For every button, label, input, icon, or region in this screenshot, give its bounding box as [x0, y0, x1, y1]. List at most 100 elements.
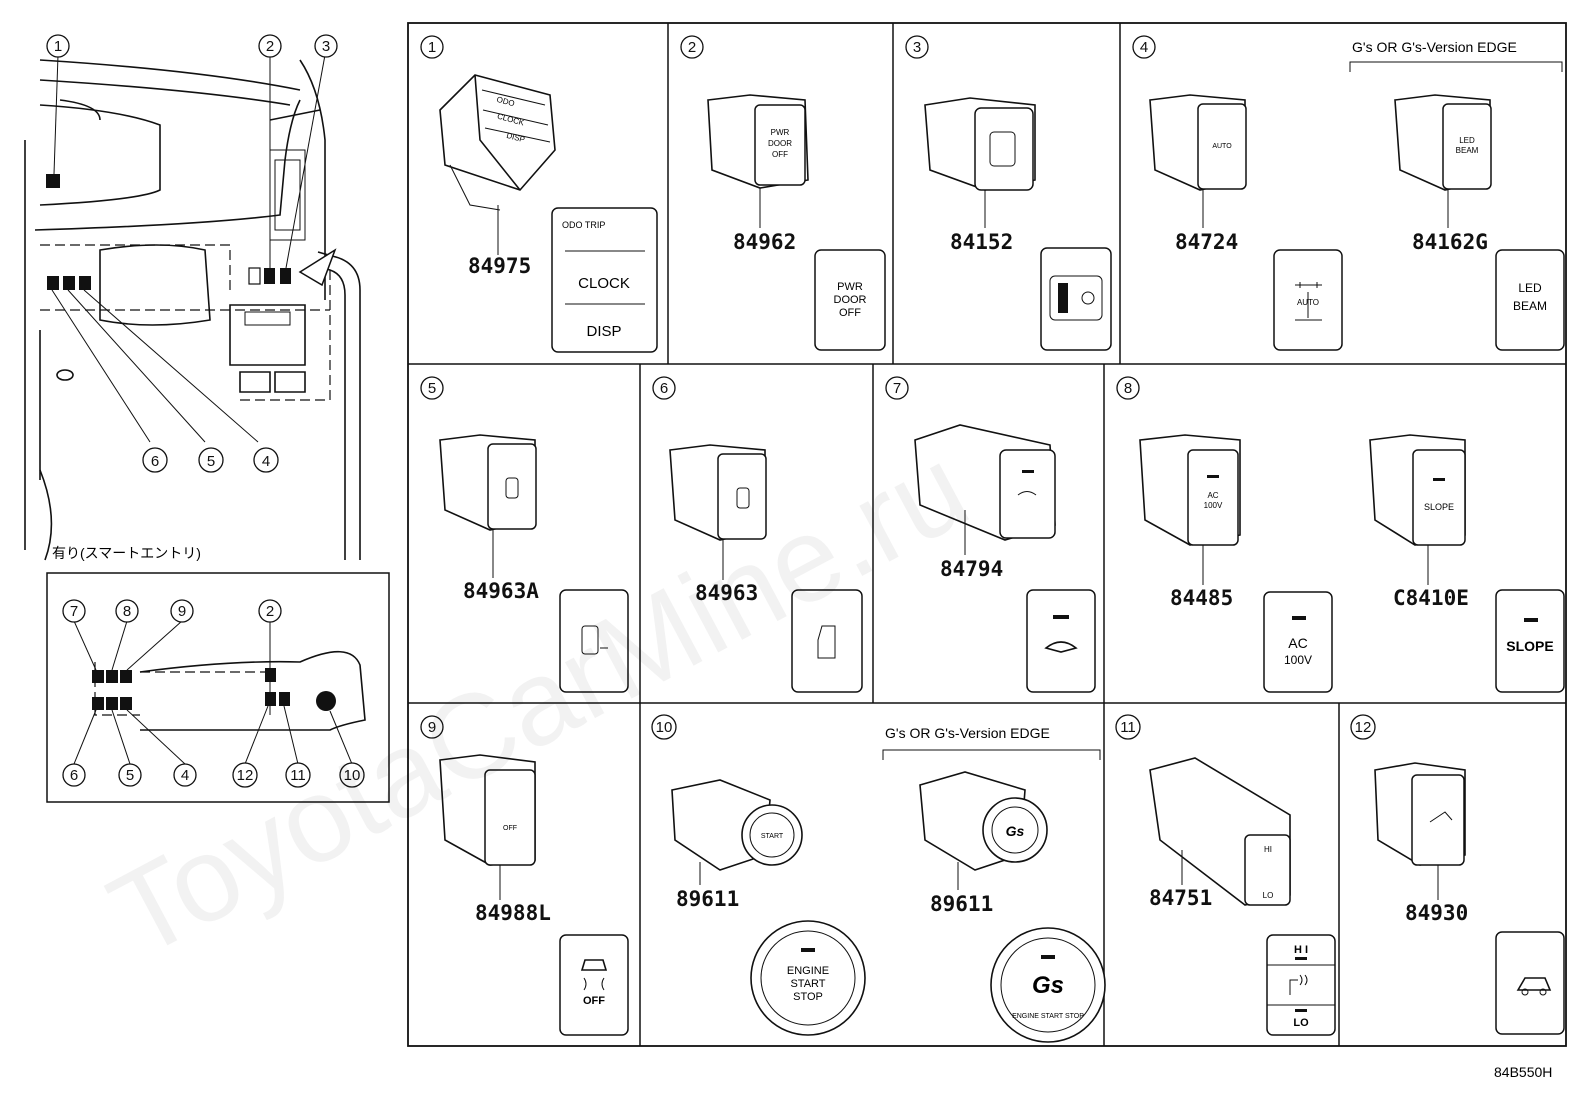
svg-text:7: 7 — [70, 603, 78, 620]
inset-callout-4: 4 — [173, 763, 197, 787]
callout-2: 2 — [258, 34, 282, 58]
callout-5: 5 — [198, 447, 224, 473]
gs-engine-start-stop-face: Gs ENGINE START STOP — [990, 927, 1106, 1043]
part-number-84930: 84930 — [1405, 901, 1468, 925]
cell-number-6: 6 — [652, 376, 676, 400]
svg-text:LED: LED — [1459, 136, 1475, 145]
svg-text:OFF: OFF — [583, 995, 605, 1007]
svg-text:4: 4 — [262, 453, 270, 470]
cell-11-seat-heater-switch: HI LO 84751 H I LO — [1149, 757, 1336, 1036]
svg-text:DISP: DISP — [586, 323, 621, 340]
part-number-89611-gs: 89611 — [930, 892, 993, 916]
svg-text:LO: LO — [1293, 1017, 1309, 1029]
callout-1: 1 — [46, 34, 70, 58]
cell-numbers: 1 2 3 4 5 6 7 8 9 10 11 12 — [420, 35, 1376, 740]
diagram-code: 84B550H — [1494, 1064, 1552, 1080]
svg-text:9: 9 — [178, 603, 186, 620]
auto-4wd-face: AUTO — [1273, 249, 1343, 351]
svg-text:AUTO: AUTO — [1297, 298, 1319, 307]
cell-5-power-slide-door-switch: 84963A — [439, 434, 629, 693]
inset-callout-11: 11 — [285, 762, 311, 788]
svg-text:10: 10 — [344, 767, 361, 784]
cell-number-10: 10 — [651, 714, 677, 740]
svg-text:1: 1 — [54, 38, 62, 55]
odo-clock-disp-face: ODO TRIP CLOCK DISP — [551, 207, 658, 353]
cell-number-4: 4 — [1132, 35, 1156, 59]
cell-10-note: G's OR G's-Version EDGE — [885, 725, 1050, 741]
pwr-door-off-face: PWR DOOR OFF — [814, 249, 886, 351]
svg-text:AUTO: AUTO — [1212, 143, 1232, 150]
svg-text:8: 8 — [123, 603, 131, 620]
cell-4-auto-lsd-led-beam-switches: G's OR G's-Version EDGE AUTO 84724 AUTO … — [1149, 39, 1565, 351]
inset-callout-2: 2 — [258, 599, 282, 623]
svg-text:LED: LED — [1518, 281, 1542, 295]
svg-text:7: 7 — [893, 380, 901, 397]
svg-text:STOP: STOP — [793, 991, 823, 1003]
inset-callout-7: 7 — [62, 599, 86, 623]
cell-number-3: 3 — [905, 35, 929, 59]
svg-text:LO: LO — [1263, 891, 1274, 900]
inset-callout-9: 9 — [170, 599, 194, 623]
parts-grid — [407, 22, 1567, 1047]
part-number-84794: 84794 — [940, 557, 1003, 581]
cell-number-5: 5 — [420, 376, 444, 400]
part-number-84485: 84485 — [1170, 586, 1233, 610]
svg-text:11: 11 — [1120, 719, 1136, 736]
cell-3-headlight-leveling-switch: 84152 — [924, 97, 1112, 351]
svg-text:BEAM: BEAM — [1456, 146, 1479, 155]
callout-4: 4 — [253, 447, 279, 473]
part-number-84963: 84963 — [695, 581, 758, 605]
svg-text:Gs: Gs — [1006, 823, 1025, 839]
svg-text:1: 1 — [428, 39, 436, 56]
svg-text:ENGINE START STOP: ENGINE START STOP — [1012, 1013, 1084, 1020]
svg-text:5: 5 — [126, 767, 134, 784]
callout-3: 3 — [314, 34, 338, 58]
svg-text:SLOPE: SLOPE — [1506, 638, 1553, 654]
part-number-84152: 84152 — [950, 230, 1013, 254]
svg-text:PWR: PWR — [837, 281, 863, 293]
svg-text:START: START — [790, 978, 825, 990]
svg-text:CLOCK: CLOCK — [578, 275, 630, 292]
cell-number-2: 2 — [680, 35, 704, 59]
part-number-84962: 84962 — [733, 230, 796, 254]
svg-text:3: 3 — [913, 39, 921, 56]
svg-text:2: 2 — [266, 603, 274, 620]
cell-number-8: 8 — [1116, 376, 1140, 400]
svg-text:11: 11 — [290, 767, 306, 784]
svg-text:4: 4 — [181, 767, 189, 784]
inset-callout-5: 5 — [118, 763, 142, 787]
inset-callout-6: 6 — [62, 763, 86, 787]
cell-12-face — [1495, 931, 1565, 1035]
ac-100v-face: AC 100V — [1263, 591, 1333, 693]
slope-face: SLOPE — [1495, 589, 1565, 693]
cell-1-odo-clock-disp-switch: ODO CLOCK DISP 84975 ODO TRIP CLOCK DISP — [439, 74, 658, 353]
svg-text:AC: AC — [1207, 491, 1218, 500]
svg-text:2: 2 — [266, 38, 274, 55]
part-number-84963A: 84963A — [463, 579, 539, 603]
cell-10-engine-start-switches: G's OR G's-Version EDGE START 89611 ENGI… — [671, 725, 1106, 1043]
svg-text:ODO TRIP: ODO TRIP — [562, 220, 605, 230]
svg-text:OFF: OFF — [839, 307, 861, 319]
smart-entry-label: 有り(スマートエントリ) — [52, 545, 201, 561]
part-number-84975: 84975 — [468, 254, 531, 278]
svg-text:BEAM: BEAM — [1513, 299, 1547, 313]
svg-text:OFF: OFF — [503, 825, 517, 832]
part-number-84988L: 84988L — [475, 901, 551, 925]
dashboard-overview: 1 2 3 6 5 4 有り(スマートエントリ) — [24, 34, 361, 561]
svg-text:ENGINE: ENGINE — [787, 965, 829, 977]
svg-text:10: 10 — [656, 719, 673, 736]
deicer-face — [1026, 589, 1096, 693]
smart-entry-inset: 7 8 9 2 6 5 4 12 11 10 — [46, 572, 390, 803]
svg-text:2: 2 — [688, 39, 696, 56]
part-number-84724: 84724 — [1175, 230, 1238, 254]
vsc-off-face: OFF — [559, 934, 629, 1036]
inset-callout-8: 8 — [115, 599, 139, 623]
svg-text:Gs: Gs — [1032, 972, 1064, 999]
svg-text:PWR: PWR — [771, 128, 790, 137]
part-number-84162G: 84162G — [1412, 230, 1488, 254]
svg-text:12: 12 — [1355, 719, 1372, 736]
svg-text:9: 9 — [428, 719, 436, 736]
led-beam-face: LED BEAM — [1495, 249, 1565, 351]
slide-door-face — [791, 589, 863, 693]
callout-6: 6 — [142, 447, 168, 473]
